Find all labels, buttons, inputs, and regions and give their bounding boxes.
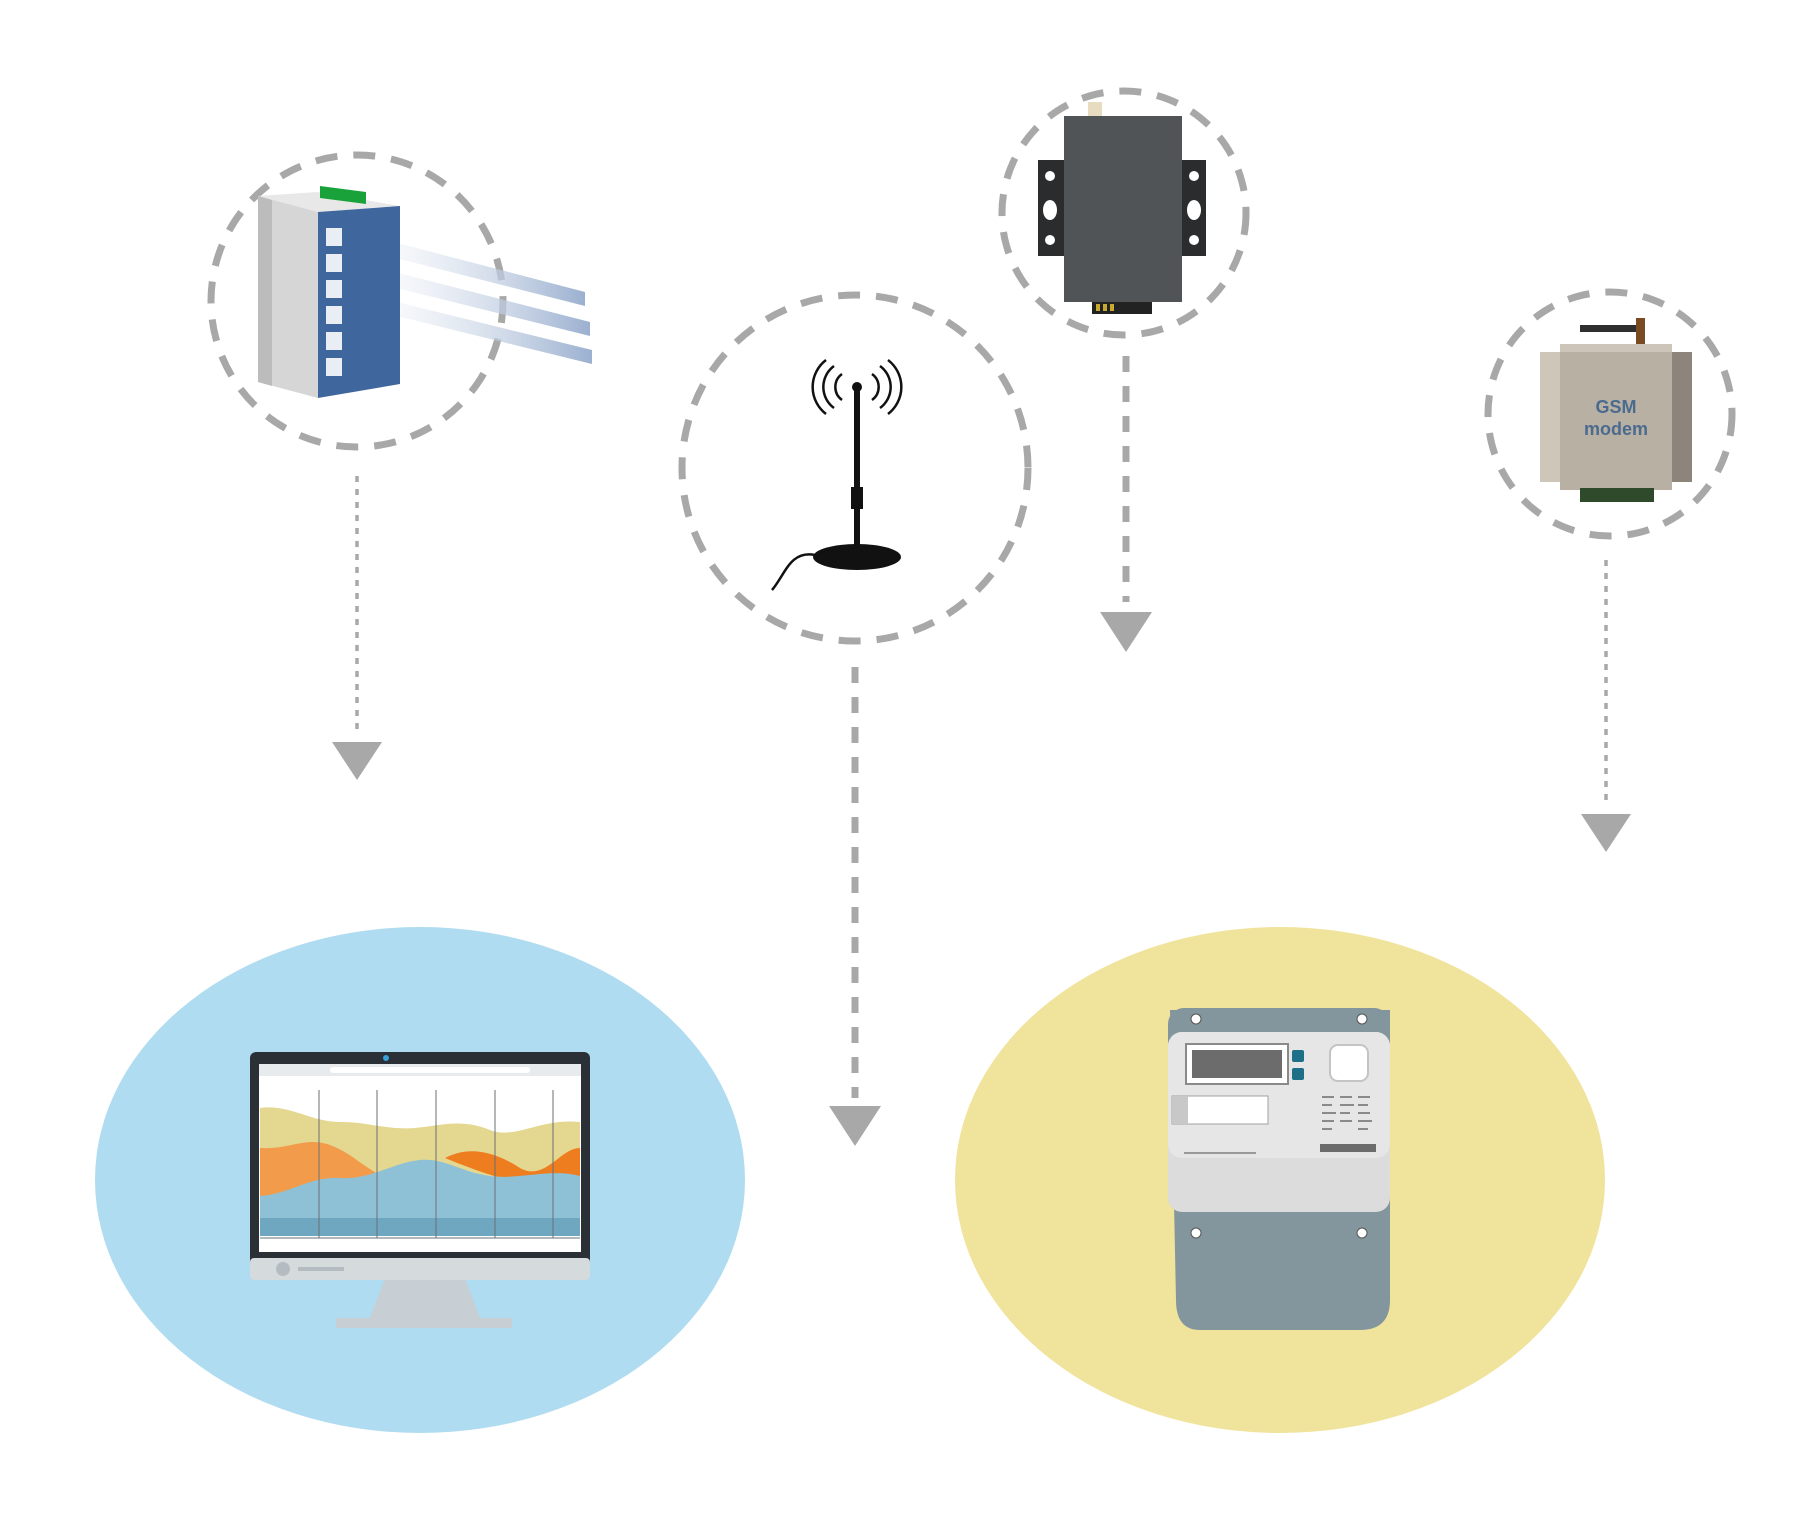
electricity-meter-icon — [1168, 1008, 1390, 1330]
antenna-arrow-head — [829, 1106, 881, 1146]
router-node — [998, 87, 1250, 652]
industrial-router-icon — [1038, 102, 1206, 314]
router-dashed-ring — [998, 87, 1250, 339]
switch-arrow-head — [332, 742, 382, 780]
antenna-node — [678, 291, 1032, 1146]
gsm-dashed-ring — [1484, 288, 1736, 540]
antenna-dashed-ring — [678, 291, 1032, 645]
magnetic-antenna-icon — [771, 359, 903, 591]
gsm-label-line1: GSM — [1595, 397, 1636, 417]
router-arrow-head — [1100, 612, 1152, 652]
monitor-node — [95, 927, 745, 1433]
gsm-label-line2: modem — [1584, 419, 1648, 439]
monitoring-computer-icon — [250, 1052, 590, 1328]
gsm-arrow-head — [1581, 814, 1631, 852]
gsm-modem-icon: GSM modem — [1540, 318, 1692, 502]
gsm-modem-node: GSM modem — [1484, 288, 1736, 852]
switch-node — [207, 151, 592, 780]
industrial-ethernet-switch-icon — [258, 186, 592, 398]
meter-node — [955, 927, 1605, 1433]
